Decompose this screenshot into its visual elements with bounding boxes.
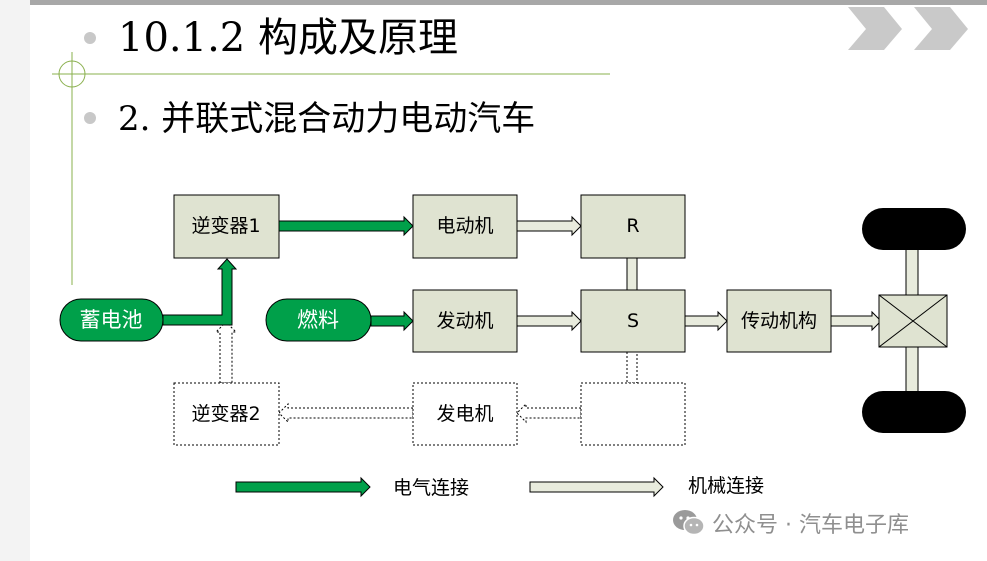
inverter2-label: 逆变器2 [191, 403, 260, 425]
motor-block [412, 194, 518, 259]
transmission-label: 传动机构 [741, 310, 817, 332]
mech-arrow-s-transmission [684, 310, 728, 332]
battery-capsule [59, 298, 164, 342]
fuel-label: 燃料 [297, 308, 339, 332]
slide-top-bar [30, 0, 987, 5]
generator-label: 发电机 [436, 403, 493, 425]
mech-arrow-transmission-diff [830, 310, 882, 332]
subheading-bullet [84, 112, 96, 124]
elec-arrow-fuel-engine [370, 310, 414, 332]
motor-label: 电动机 [436, 215, 493, 237]
elec-arrow-battery-junction [162, 258, 238, 326]
legend-mechanical-label: 机械连接 [688, 475, 764, 497]
wechat-icon [673, 510, 705, 536]
legend-electrical-label: 电气连接 [393, 477, 469, 499]
fuel-capsule [265, 298, 372, 342]
slide [30, 0, 987, 561]
chevron-decoration-icon [848, 7, 968, 50]
s-label: S [627, 310, 639, 332]
legend-electrical-arrow [235, 476, 371, 498]
battery-label: 蓄电池 [80, 308, 143, 332]
engine-label: 发动机 [436, 310, 493, 332]
legend-mechanical-arrow [529, 476, 664, 498]
engine-block [412, 289, 518, 353]
wheel-bottom [862, 391, 966, 433]
generator-block [412, 382, 518, 446]
differential-cross-b [878, 294, 948, 348]
axle-bottom [905, 345, 919, 393]
wheel-top [862, 208, 966, 250]
inverter1-label: 逆变器1 [191, 215, 260, 237]
page-title: 10.1.2 构成及原理 [118, 15, 458, 61]
mech-shaft-r-s [626, 257, 638, 291]
axle-top [905, 246, 919, 296]
mech-arrow-motor-r [516, 215, 582, 237]
r-block [580, 194, 686, 259]
dashed-shaft-s-bottom [626, 351, 638, 384]
watermark-text: 公众号 · 汽车电子库 [712, 513, 909, 538]
dashed-arrow-generator-inverter2 [278, 402, 414, 424]
dashed-arrow-box-generator [516, 402, 582, 424]
s-block [580, 289, 686, 353]
inverter2-block [173, 382, 280, 446]
dashed-mechanical-connectors [214, 321, 638, 424]
inverter1-block [173, 194, 280, 259]
page-subtitle: 2. 并联式混合动力电动汽车 [118, 99, 536, 139]
elec-arrow-inverter1-motor [278, 215, 414, 237]
crosshair-decoration [52, 52, 610, 285]
transmission-block [726, 289, 832, 353]
mech-arrow-engine-s [516, 310, 582, 332]
watermark: 公众号 · 汽车电子库 [672, 506, 909, 540]
r-label: R [626, 215, 639, 237]
mechanical-connectors [516, 215, 919, 393]
heading-bullet [84, 32, 96, 44]
legend: 电气连接 机械连接 [235, 475, 764, 499]
dashed-arrow-inverter2-up [214, 321, 238, 384]
coupling-box-block [580, 382, 686, 446]
electrical-connectors [162, 215, 414, 332]
